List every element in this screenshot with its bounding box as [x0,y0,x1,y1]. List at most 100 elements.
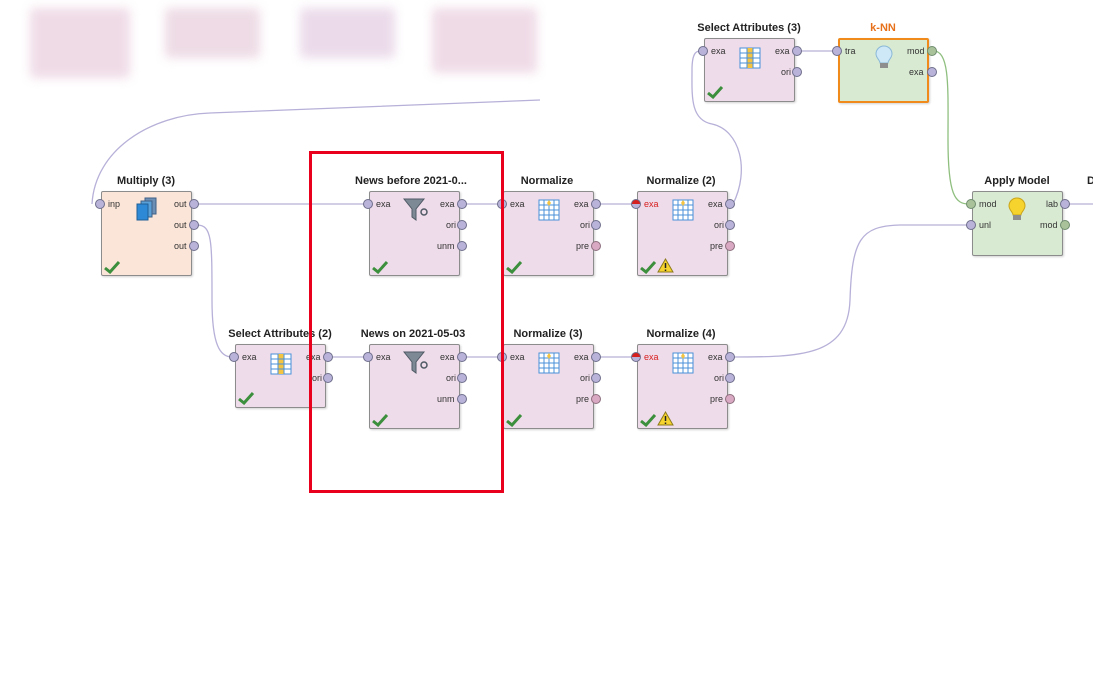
normalize-2-out-exa-port[interactable] [725,199,735,209]
normalize-3-title[interactable]: Normalize (3) [513,328,583,340]
normalize-4-out-ori-port[interactable] [725,373,735,383]
normalize-4-in-exa-label: exa [644,352,659,362]
normalize-4-out-exa-port[interactable] [725,352,735,362]
news-before-out-unm-label: unm [437,241,455,251]
multiply-3-out-1-label: out [174,199,187,209]
select-attributes-3-operator[interactable] [704,38,795,102]
normalize-2-out-pre-label: pre [710,241,724,251]
news-on-out-unm-label: unm [437,394,455,404]
select-attributes-2-out-exa-label: exa [306,352,321,362]
news-before-out-exa-port[interactable] [457,199,467,209]
select-attributes-2-out-ori-port[interactable] [323,373,333,383]
normalize-3-operator[interactable] [503,344,594,429]
select-attributes-3-out-exa-port[interactable] [792,46,802,56]
normalize-4-operator[interactable] [637,344,728,429]
lightbulb-icon [1008,197,1026,220]
select-attributes-3-in-exa-port[interactable] [698,46,708,56]
knn-in-tra-port[interactable] [832,46,842,56]
knn-out-exa-port[interactable] [927,67,937,77]
news-before-operator[interactable] [369,191,460,276]
multiply-3-in-inp-port[interactable] [95,199,105,209]
apply-model-out-lab-label: lab [1046,199,1059,209]
knn-operator[interactable] [838,38,929,103]
select-attributes-2-in-exa-label: exa [242,352,257,362]
filter-icon [403,198,428,221]
normalize-2-in-exa-label: exa [644,199,659,209]
news-before-in-exa-port[interactable] [363,199,373,209]
select-attributes-3-out-ori-port[interactable] [792,67,802,77]
blurred-operator-1 [30,8,130,78]
normalize-2-operator[interactable] [637,191,728,276]
apply-model-out-mod-port[interactable] [1060,220,1070,230]
status-ok-icon [640,413,657,427]
normalize-2-out-pre-port[interactable] [725,241,735,251]
multiply-3-out-2-port[interactable] [189,220,199,230]
news-on-title[interactable]: News on 2021-05-03 [360,328,466,340]
multiply-3-out-3-port[interactable] [189,241,199,251]
news-before-out-unm-port[interactable] [457,241,467,251]
news-before-title[interactable]: News before 2021-0... [355,175,467,187]
news-on-out-ori-port[interactable] [457,373,467,383]
multiply-3-out-1-port[interactable] [189,199,199,209]
apply-model-in-unl-port[interactable] [966,220,976,230]
normalize-title[interactable]: Normalize [520,175,574,187]
multiply-3-title[interactable]: Multiply (3) [116,175,176,187]
normalize-out-ori-port[interactable] [591,220,601,230]
select-attributes-2-in-exa-port[interactable] [229,352,239,362]
normalize-3-out-ori-port[interactable] [591,373,601,383]
normalize-3-in-exa-label: exa [510,352,525,362]
normalize-in-exa-label: exa [510,199,525,209]
normalize-out-pre-port[interactable] [591,241,601,251]
apply-model-out-lab-port[interactable] [1060,199,1070,209]
apply-model-title[interactable]: Apply Model [984,175,1050,187]
apply-model-operator[interactable] [972,191,1063,256]
table-icon [739,47,761,69]
select-attributes-3-title[interactable]: Select Attributes (3) [697,22,801,34]
news-on-out-exa-port[interactable] [457,352,467,362]
normalize-out-exa-label: exa [574,199,589,209]
normalize-operator[interactable] [503,191,594,276]
select-attributes-2-title[interactable]: Select Attributes (2) [228,328,332,340]
normalize-3-out-exa-port[interactable] [591,352,601,362]
apply-model-in-mod-label: mod [979,199,997,209]
blurred-operator-2 [165,8,260,58]
news-on-in-exa-port[interactable] [363,352,373,362]
news-before-out-exa-label: exa [440,199,455,209]
normalize-3-out-ori-label: ori [580,373,591,383]
normalize-4-title[interactable]: Normalize (4) [646,328,716,340]
knn-out-mod-port[interactable] [927,46,937,56]
status-ok-icon [104,260,121,274]
status-ok-icon [372,413,389,427]
news-on-out-ori-label: ori [446,373,457,383]
blurred-operator-3 [300,8,395,58]
normalize-2-out-ori-port[interactable] [725,220,735,230]
normalize-4-out-pre-port[interactable] [725,394,735,404]
cutoff-operator-title[interactable]: D [1087,175,1093,187]
normalize-2-in-exa-port[interactable] [631,199,641,209]
normalize-3-out-pre-port[interactable] [591,394,601,404]
knn-title[interactable]: k-NN [870,22,896,34]
select-attributes-3-out-exa-label: exa [775,46,790,56]
knn-out-exa-label: exa [909,67,924,77]
warning-icon [657,258,674,273]
warning-icon [657,411,674,426]
news-on-out-unm-port[interactable] [457,394,467,404]
wire-multiply-to-select-attributes-2 [196,224,233,358]
normalize-out-exa-port[interactable] [591,199,601,209]
normalize-4-in-exa-port[interactable] [631,352,641,362]
apply-model-in-mod-port[interactable] [966,199,976,209]
news-before-out-ori-port[interactable] [457,220,467,230]
multiply-3-out-3-label: out [174,241,187,251]
normalize-4-out-ori-label: ori [714,373,725,383]
select-attributes-3-in-exa-label: exa [711,46,726,56]
multiply-3-operator[interactable] [101,191,192,276]
status-ok-icon [506,260,523,274]
filter-icon [403,351,428,374]
select-attributes-2-out-exa-port[interactable] [323,352,333,362]
normalize-out-ori-label: ori [580,220,591,230]
select-attributes-2-out-ori-label: ori [312,373,323,383]
news-on-operator[interactable] [369,344,460,429]
normalize-2-title[interactable]: Normalize (2) [646,175,716,187]
